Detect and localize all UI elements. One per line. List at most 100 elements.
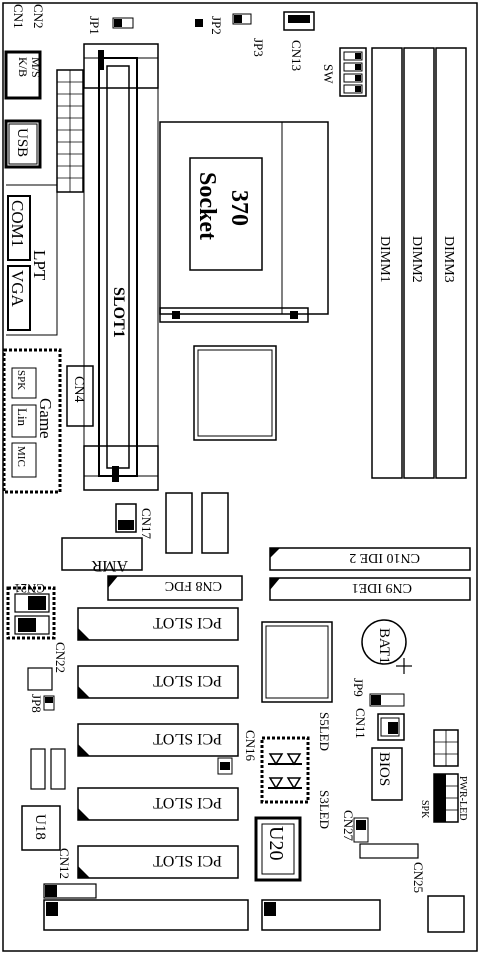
svg-text:CN16: CN16 [243,730,258,762]
cn17-header: CN17 [115,503,154,540]
socket-370: Socket 370 [159,121,329,323]
fdc-connector: CN8 FDC [107,575,243,601]
svg-text:U18: U18 [32,814,48,840]
line-jack-label: Lin [15,408,30,427]
kb-ms-connector: K/B M/S [4,50,43,100]
slot1-label: SLOT1 [110,287,127,338]
audio-game-region: SPK Lin MIC Game [2,348,62,494]
svg-text:AMR: AMR [91,557,128,574]
pci-slot-3: PCI SLOT [77,723,239,757]
bottom-chip-right [427,895,465,933]
u20-chip: U20 [254,816,302,882]
cn2-label: CN2 [31,4,46,29]
s3led-label: S3LED [317,790,332,829]
cn4-header: CN4 [66,365,94,427]
ic-small-1 [30,748,46,790]
socket-number: 370 [226,190,252,226]
cn21-label: CN21 [14,581,45,596]
svg-text:CN9 IDE1: CN9 IDE1 [352,580,412,595]
bios-chip: BIOS [371,747,403,801]
spk-pin-label: SPK [419,800,430,819]
svg-text:U20: U20 [265,826,287,860]
northbridge-chip [193,345,277,441]
svg-text:JP1: JP1 [87,16,102,35]
ide1-connector: CN9 IDE1 [269,577,471,601]
u18-chip: U18 [21,805,61,851]
lpt-label: LPT [30,250,49,281]
mic-jack-label: MIC [15,446,27,467]
cn22-label: CN22 [53,642,68,673]
cn16-header: CN16 [217,730,258,775]
jp3: JP3 [251,38,266,57]
svg-text:PCI SLOT: PCI SLOT [153,672,222,689]
svg-text:K/B: K/B [16,57,30,77]
svg-text:USB: USB [14,128,30,157]
svg-text:CN8 FDC: CN8 FDC [165,578,222,593]
svg-text:CN4: CN4 [71,376,86,402]
svg-text:CN27: CN27 [341,810,356,842]
led-region: S5LED S3LED [260,712,332,829]
cn12-header: CN12 [43,848,97,899]
ic-right [201,492,229,554]
svg-text:CN13: CN13 [289,40,304,71]
svg-text:PCI SLOT: PCI SLOT [153,614,222,631]
pci-slot-5: PCI SLOT [77,845,239,879]
svg-text:JP2: JP2 [209,16,224,35]
com1-label: COM1 [8,200,27,247]
s5led-label: S5LED [317,712,332,751]
svg-text:JP9: JP9 [351,678,366,697]
jp2: JP2 [195,13,252,35]
cn21-cn22-region: CN21 CN22 [6,581,68,673]
southbridge-chip [261,621,333,703]
dimm2: DIMM2 [403,47,435,479]
svg-text:CN17: CN17 [139,508,154,540]
cn27-header: CN27 [341,810,369,843]
svg-text:CN25: CN25 [411,862,426,893]
usb-connector: USB [4,119,42,169]
svg-text:PCI SLOT: PCI SLOT [153,730,222,747]
svg-text:PCI SLOT: PCI SLOT [153,794,222,811]
svg-text:BIOS: BIOS [376,752,392,786]
slot1: SLOT1 [83,43,159,491]
dimm3: DIMM3 [435,47,467,479]
svg-text:JP8: JP8 [29,694,44,713]
sw-dip-switch: SW [321,47,367,97]
svg-text:BAT1: BAT1 [376,628,392,664]
pci-slot-1: PCI SLOT [77,607,239,641]
svg-text:CN10 IDE 2: CN10 IDE 2 [349,550,420,565]
bottom-slot-middle [261,899,381,931]
pwr-led-label: PWR-LED [457,776,468,820]
cn11-header: CN11 [353,708,405,741]
sw-label: SW [321,64,336,84]
ic-left [165,492,193,554]
svg-text:JP3: JP3 [251,38,266,57]
svg-text:CN12: CN12 [57,848,72,879]
pci-slot-2: PCI SLOT [77,665,239,699]
jp9-jumper: JP9 [351,678,405,707]
svg-text:PCI SLOT: PCI SLOT [153,852,222,869]
pci-slot-4: PCI SLOT [77,787,239,821]
amr-slot: AMR [61,537,143,574]
front-panel-header: SPK PWR-LED [419,729,468,823]
bottom-slot-left [43,899,249,931]
jp1: JP1 [87,16,134,35]
svg-text:DIMM1: DIMM1 [377,236,392,283]
com-lpt-vga-block: COM1 LPT VGA [6,184,58,336]
ic-small-2 [50,748,66,790]
game-label: Game [36,398,55,439]
spk-jack-label: SPK [15,370,27,390]
vga-label: VGA [8,270,27,308]
dimm1: DIMM1 [371,47,403,479]
svg-text:CN11: CN11 [353,708,368,739]
cn13-header: CN13 [283,11,315,71]
jp8-jumper: JP8 [27,667,55,713]
svg-text:DIMM2: DIMM2 [409,236,424,283]
ide2-connector: CN10 IDE 2 [269,547,471,571]
cn25-header: CN25 [359,843,426,893]
svg-text:DIMM3: DIMM3 [441,236,456,283]
atx-power-header [56,69,84,193]
bat1-battery: BAT1 [361,619,412,674]
socket-label: Socket [194,172,220,240]
